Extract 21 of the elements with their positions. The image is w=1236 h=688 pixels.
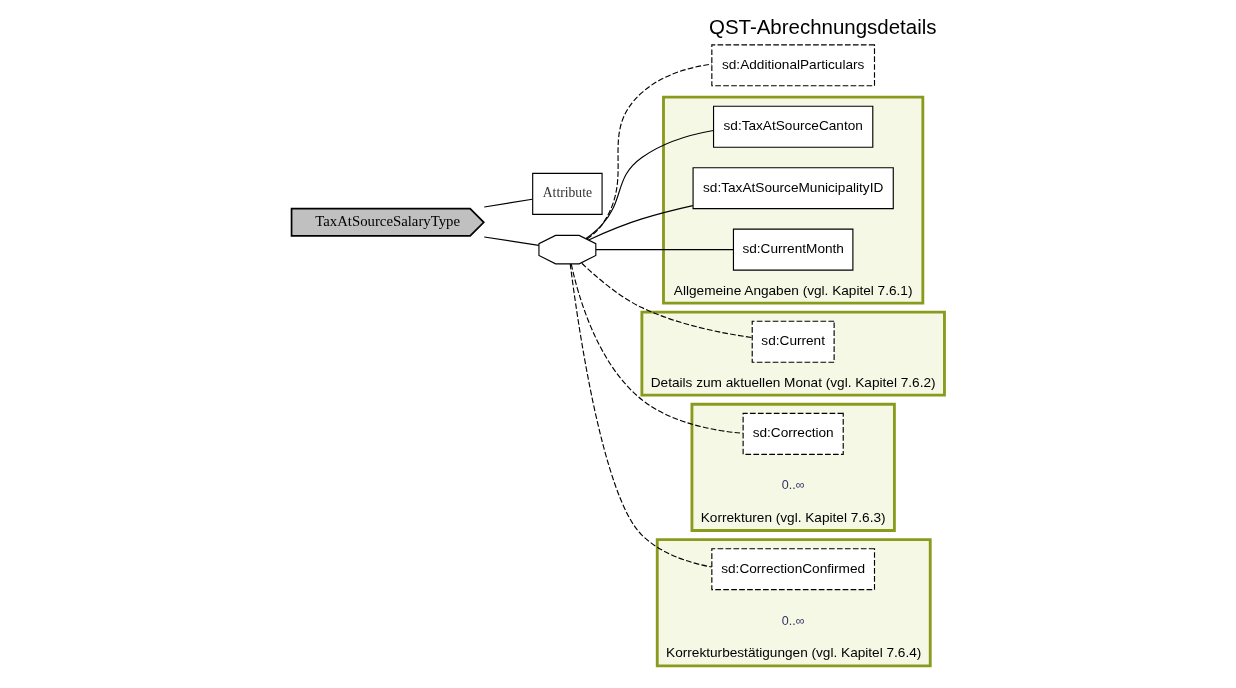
node-box: sd:TaxAtSourceMunicipalityID xyxy=(692,167,894,210)
node-box: sd:AdditionalParticulars xyxy=(711,44,876,87)
connector xyxy=(581,262,753,339)
diagram-title: QST-Abrechnungsdetails xyxy=(708,14,937,38)
connector xyxy=(569,263,713,568)
connector xyxy=(483,236,540,246)
node-octagon xyxy=(538,234,597,265)
node-box: sd:Current xyxy=(751,320,835,363)
connector xyxy=(483,198,533,208)
node-box: sd:TaxAtSourceCanton xyxy=(712,105,874,148)
connector xyxy=(595,249,734,251)
node-label: 0..∞ xyxy=(781,613,805,628)
node-box: sd:CorrectionConfirmed xyxy=(711,548,876,591)
node-box: Attribute xyxy=(532,172,603,215)
connector xyxy=(588,205,694,241)
node-box: sd:Correction xyxy=(742,412,844,455)
connector xyxy=(570,263,744,434)
connector xyxy=(586,63,713,240)
node-label: 0..∞ xyxy=(781,478,805,493)
node-box: sd:CurrentMonth xyxy=(732,228,854,271)
connector xyxy=(585,129,714,240)
